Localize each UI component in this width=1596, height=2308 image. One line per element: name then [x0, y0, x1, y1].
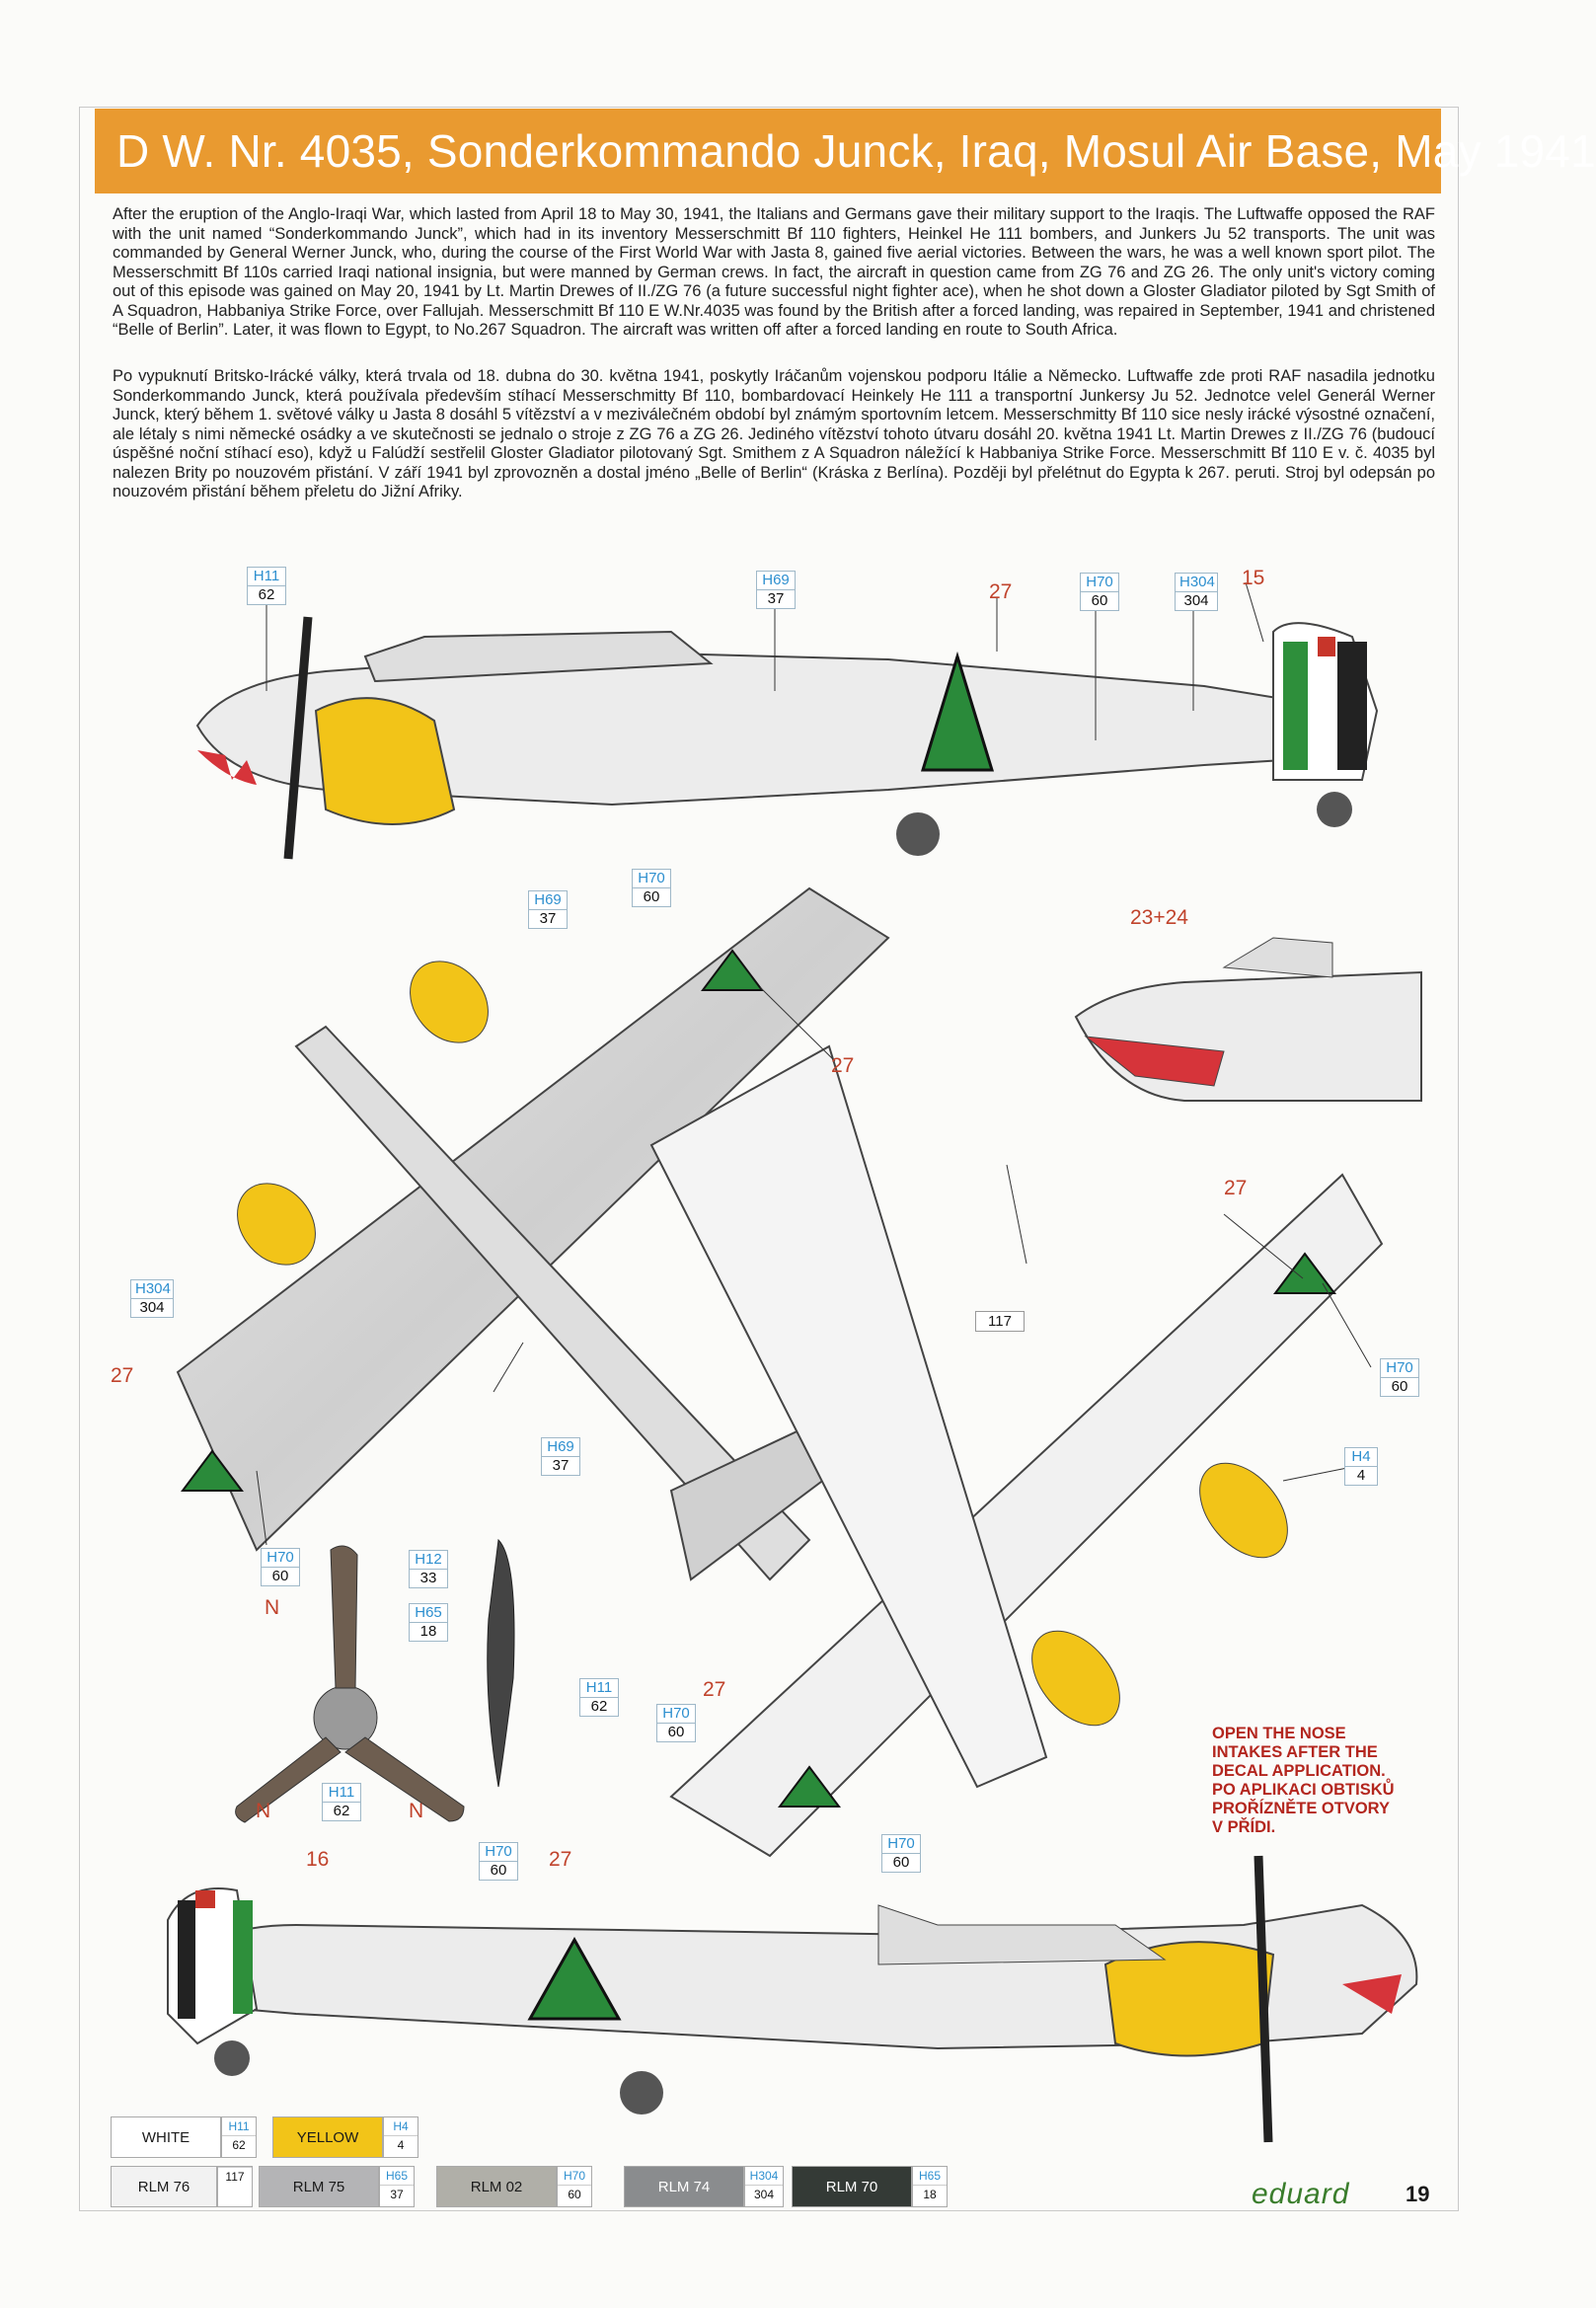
decal-marker: 27 — [111, 1364, 134, 1387]
color-swatch: RLM 75 — [259, 2166, 379, 2207]
side-profile-bottom — [167, 1855, 1418, 2143]
plan-view-upper — [176, 886, 890, 1581]
color-swatch: RLM 74 — [624, 2166, 744, 2207]
color-swatch: RLM 76 — [111, 2166, 217, 2207]
decal-marker: N — [256, 1800, 271, 1822]
swatch-code: 117 — [217, 2166, 253, 2207]
color-swatch: YELLOW — [272, 2116, 383, 2158]
note-line: DECAL APPLICATION. — [1212, 1762, 1386, 1780]
description-english: After the eruption of the Anglo-Iraqi Wa… — [113, 205, 1435, 339]
page-number: 19 — [1406, 2182, 1430, 2206]
decal-marker: 16 — [306, 1848, 330, 1871]
aircraft-illustrations — [167, 581, 1422, 2143]
propeller-detail — [235, 1538, 515, 1823]
instruction-note: OPEN THE NOSE INTAKES AFTER THE DECAL AP… — [1212, 1725, 1395, 1837]
note-line: PO APLIKACI OBTISKŮ — [1212, 1781, 1395, 1799]
description-czech: Po vypuknutí Britsko-Irácké války, která… — [113, 367, 1435, 500]
page-title: D W. Nr. 4035, Sonderkommando Junck, Ira… — [116, 125, 1596, 177]
plan-view-lower — [649, 1044, 1384, 1858]
decal-marker: N — [265, 1596, 280, 1619]
decal-marker: 27 — [703, 1678, 726, 1701]
color-swatch: WHITE — [111, 2116, 221, 2158]
note-line: PROŘÍZNĚTE OTVORY — [1212, 1800, 1390, 1817]
decal-marker: 27 — [989, 580, 1013, 603]
title-bar: D W. Nr. 4035, Sonderkommando Junck, Ira… — [95, 109, 1596, 193]
decal-number-box: 117 — [975, 1311, 1025, 1332]
color-swatch: RLM 02 — [436, 2166, 557, 2207]
side-profile-top — [195, 616, 1379, 860]
decal-marker: 27 — [831, 1054, 855, 1077]
decal-marker: 27 — [549, 1848, 572, 1871]
nose-detail — [1074, 937, 1422, 1102]
decal-marker: 23+24 — [1130, 906, 1188, 929]
note-line: OPEN THE NOSE — [1212, 1725, 1346, 1742]
decal-marker: N — [409, 1800, 424, 1822]
decal-marker: 27 — [1224, 1177, 1248, 1199]
decal-marker: 15 — [1242, 567, 1265, 589]
page-frame — [79, 107, 1459, 2211]
color-swatch: RLM 70 — [792, 2166, 912, 2207]
note-line: INTAKES AFTER THE — [1212, 1743, 1378, 1761]
note-line: V PŘÍDI. — [1212, 1818, 1276, 1836]
brand-logo: eduard — [1252, 2178, 1350, 2210]
